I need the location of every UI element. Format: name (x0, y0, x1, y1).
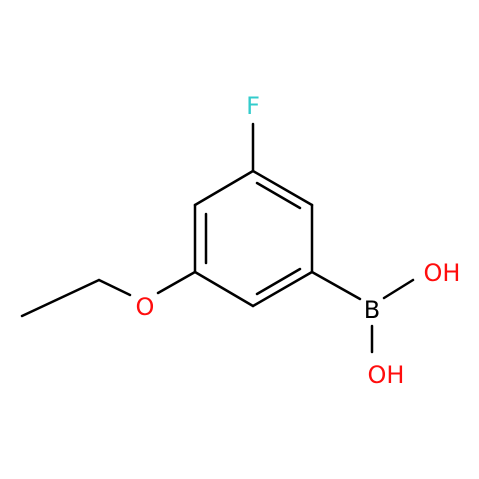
hydroxyl-bottom-label: OH (368, 361, 405, 389)
bonds (20, 122, 415, 354)
atom-labels: F O B OH OH (136, 92, 461, 389)
bond-b-oh-top (382, 278, 415, 300)
bond-c-b (310, 270, 362, 301)
ring-double-bottom (255, 267, 302, 296)
ring-bond-bottom-left (193, 270, 255, 308)
bond-c-o-ether (156, 270, 197, 295)
bond-o-ch2 (97, 278, 132, 297)
ring-double-top (255, 181, 302, 210)
ring-bond-top-left (193, 169, 255, 207)
fluorine-label: F (246, 92, 260, 120)
boron-label: B (364, 296, 380, 324)
ether-oxygen-label: O (136, 293, 155, 321)
ring-bond-top-right (251, 169, 314, 207)
ring-bond-bottom-right (251, 270, 314, 308)
bond-ch2-ch3 (20, 278, 101, 318)
hydroxyl-top-label: OH (424, 259, 461, 287)
